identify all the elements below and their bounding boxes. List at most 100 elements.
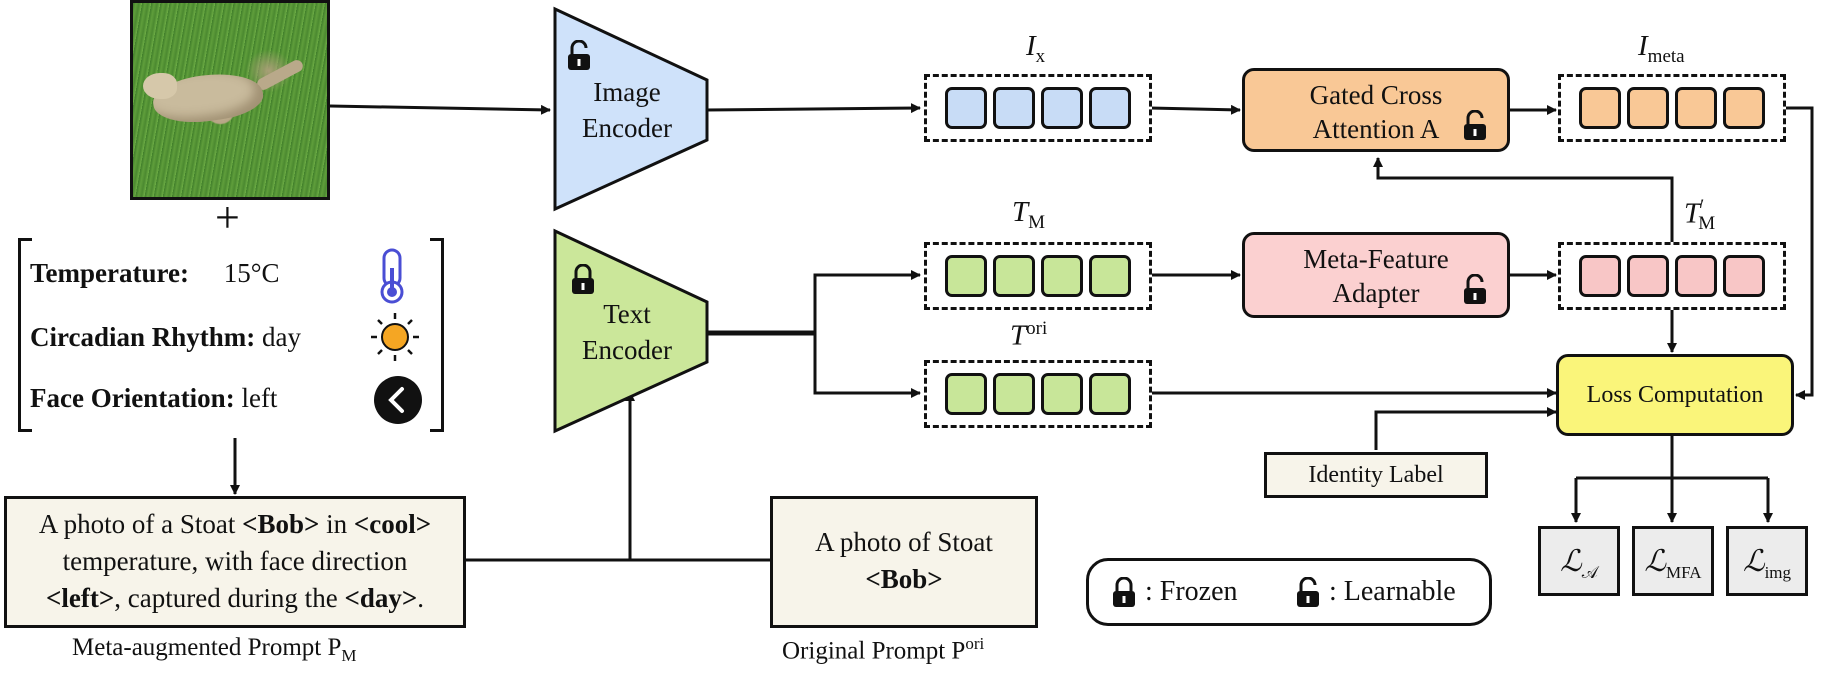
tmprime-token [1579,255,1621,297]
loss-a-box: ℒ𝒜 [1538,526,1620,596]
tori-token [945,373,987,415]
loss-img-box: ℒimg [1726,526,1808,596]
temperature-row: Temperature: 15°C [30,258,280,289]
image-encoder-shape [553,6,709,212]
meta-prompt-token-cool: <cool> [353,509,432,539]
loss-computation-label: Loss Computation [1586,382,1764,408]
meta-prompt-text: in [319,509,354,539]
imeta-token [1579,87,1621,129]
gated-line1: Gated Cross [1309,80,1443,110]
loss-computation-box: Loss Computation [1556,354,1794,436]
imeta-label: Imeta [1638,30,1685,68]
stoat-head [143,73,177,99]
tori-token-group [924,360,1152,428]
unlock-icon [568,40,590,70]
orig-prompt-caption: Original Prompt Pori [782,634,984,665]
tm-token [1041,255,1083,297]
face-row: Face Orientation: left [30,383,277,414]
imeta-token-group [1558,74,1786,142]
original-prompt-box: A photo of Stoat <Bob> [770,496,1038,628]
tori-label: Tori [1010,318,1047,353]
tori-token [993,373,1035,415]
identity-label-box: Identity Label [1264,452,1488,498]
ix-token-group [924,74,1152,142]
tori-symbol: T [1010,319,1027,352]
face-value: left [241,383,278,413]
meta-augmented-prompt-box: A photo of a Stoat <Bob> in <cool> tempe… [4,496,466,628]
text-encoder-line1: Text [603,299,651,329]
tm-label: TM [1012,196,1045,234]
loss-a-sub: 𝒜 [1581,563,1598,582]
meta-prompt-text: . [417,583,424,613]
imeta-token [1675,87,1717,129]
ix-label: Ix [1026,30,1045,68]
lock-icon [1113,577,1135,607]
loss-img-symbol: ℒ [1742,545,1765,578]
tori-token [1089,373,1131,415]
gated-line2-text: Attention A [1312,114,1440,144]
circadian-value: day [262,322,302,352]
meta-prompt-line2: temperature, with face direction [62,546,408,576]
temperature-label: Temperature: [30,258,189,288]
mfa-line1: Meta-Feature [1303,244,1449,274]
text-encoder-label: Text Encoder [552,296,702,368]
meta-prompt-token-day: <day> [344,583,418,613]
orig-prompt-token-bob: <Bob> [865,564,943,594]
meta-prompt-caption: Meta-augmented Prompt PM [72,634,357,666]
tmprime-label: T′M [1684,196,1715,235]
meta-prompt-text: , captured during the [114,583,345,613]
temperature-value: 15°C [223,258,280,288]
loss-a-symbol: ℒ [1560,545,1582,578]
legend-frozen-label: : Frozen [1145,576,1238,607]
meta-prompt-line3: <left>, captured during the <day>. [7,580,463,617]
sun-icon [371,313,419,361]
stoat-tail [255,57,305,93]
tmprime-sup: ′ [1700,196,1705,217]
thermometer-icon [380,248,404,304]
image-encoder-line1: Image [593,77,661,107]
gated-line2: Attention A [1245,112,1507,146]
unlock-icon [1464,274,1486,304]
orig-prompt-line1: A photo of Stoat [815,527,993,557]
unlock-icon [1464,110,1486,140]
legend-learnable-label: : Learnable [1329,576,1456,607]
identity-label-text: Identity Label [1308,462,1444,488]
tm-token [993,255,1035,297]
tmprime-token-group [1558,242,1786,310]
meta-caption-sub: M [341,646,357,665]
imeta-sub: meta [1647,45,1685,67]
meta-prompt-text: A photo of a Stoat [38,509,243,539]
orig-caption-sup: ori [965,634,985,653]
loss-mfa-sub: MFA [1666,563,1702,582]
meta-prompt-line1: A photo of a Stoat <Bob> in <cool> [7,506,463,543]
mfa-line2: Adapter [1332,278,1420,308]
tm-symbol: T [1012,196,1029,228]
circadian-label: Circadian Rhythm: [30,322,256,352]
ix-token [1089,87,1131,129]
meta-prompt-token-left: <left> [46,583,115,613]
tm-sub: M [1028,211,1046,233]
metadata-bracket-right [430,238,444,432]
tmprime-token [1675,255,1717,297]
tmprime-sub: M [1698,213,1716,235]
tmprime-token [1627,255,1669,297]
meta-prompt-token-bob: <Bob> [242,509,320,539]
ix-token [945,87,987,129]
legend-box: : Frozen : Learnable [1086,558,1492,626]
ix-sub: x [1035,45,1046,67]
ix-token [993,87,1035,129]
lock-icon [572,264,594,294]
orig-caption-text: Original Prompt P [782,637,966,665]
meta-caption-text: Meta-augmented Prompt P [72,634,342,661]
image-encoder-label: Image Encoder [552,74,702,146]
loss-mfa-symbol: ℒ [1644,545,1666,578]
metadata-bracket-left [18,238,32,432]
tm-token-group [924,242,1152,310]
tm-token [945,255,987,297]
chevron-left-icon [374,376,422,424]
meta-feature-adapter-box: Meta-Feature Adapter [1242,232,1510,318]
imeta-token [1627,87,1669,129]
imeta-symbol: I [1638,30,1648,62]
